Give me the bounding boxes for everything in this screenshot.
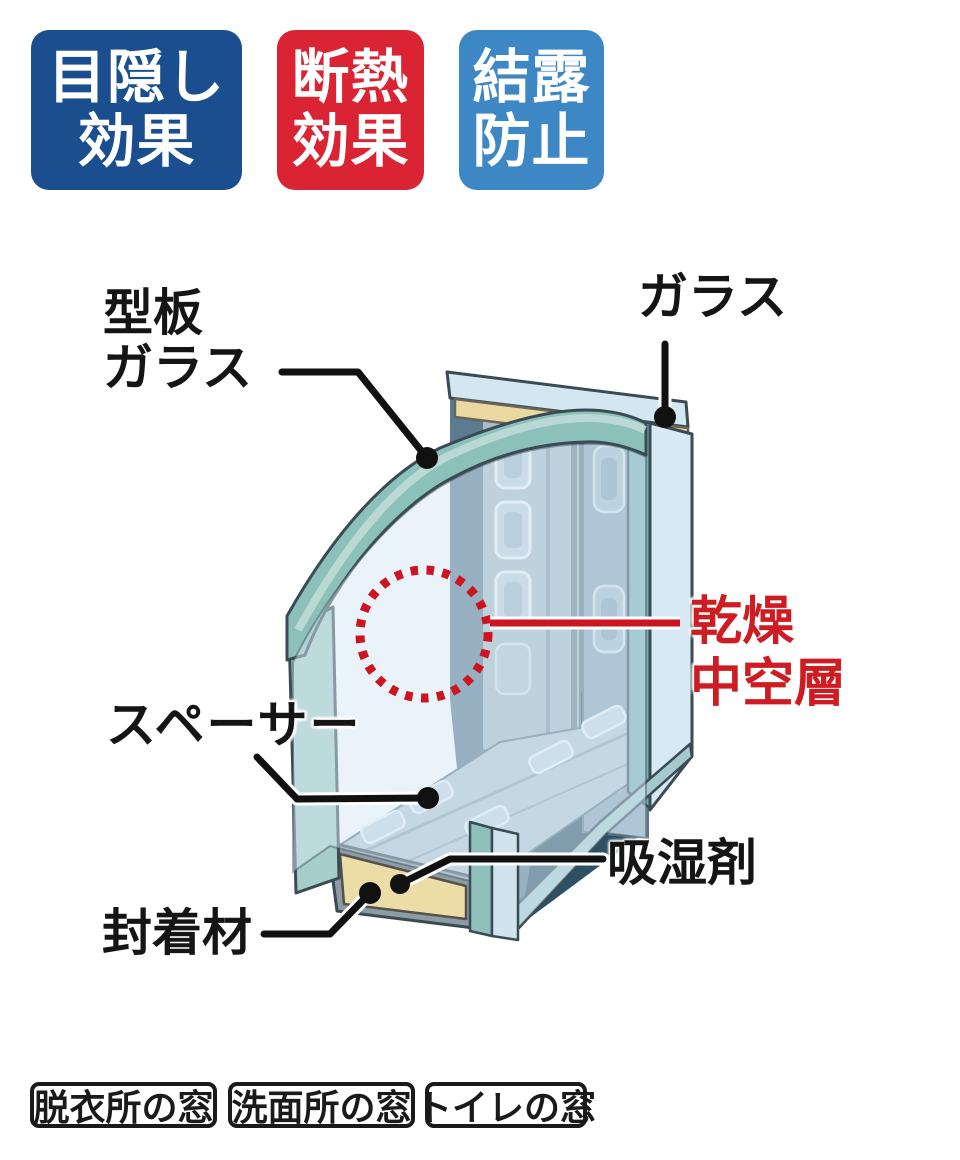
label-spacer: スペーサー — [106, 697, 362, 753]
badge-insulation-line2: 効果 — [291, 109, 410, 174]
air-layer-circle — [355, 565, 493, 703]
tag-washroom-window: 洗面所の窓 — [228, 1082, 415, 1128]
front-glass-cut-edge — [285, 408, 648, 662]
leader-front-glass — [275, 365, 438, 469]
badge-anti-condensation: 結露 防止 — [459, 30, 604, 190]
badge-privacy-line1: 目隠し — [47, 45, 225, 110]
leader-sealant — [257, 882, 381, 941]
label-air-layer-line1: 乾燥 — [690, 593, 795, 651]
badge-insulation-line1: 断熱 — [291, 45, 410, 110]
leader-back-glass — [654, 337, 676, 428]
front-glass-right-edge — [468, 820, 520, 942]
label-back-glass: ガラス — [638, 269, 787, 325]
badge-anti-condensation-line2: 防止 — [472, 109, 591, 174]
label-front-glass-line1: 型板 — [103, 285, 203, 341]
tag-dressing-room-window: 脱衣所の窓 — [30, 1082, 217, 1128]
badge-privacy: 目隠し 効果 — [31, 30, 242, 190]
leader-desiccant — [390, 852, 610, 894]
leader-lines — [250, 337, 676, 941]
leader-spacer — [250, 750, 439, 809]
label-sealant: 封着材 — [102, 905, 252, 961]
label-front-glass-line2: ガラス — [103, 340, 252, 396]
label-air-layer: 乾燥 中空層 — [690, 591, 846, 715]
label-air-layer-line2: 中空層 — [690, 655, 847, 713]
front-glass-face — [292, 442, 647, 930]
badge-anti-condensation-line1: 結露 — [472, 45, 591, 110]
badge-insulation: 断熱 効果 — [277, 30, 424, 190]
label-desiccant: 吸湿剤 — [607, 835, 757, 891]
label-front-glass: 型板 ガラス — [103, 286, 252, 396]
badge-privacy-line2: 効果 — [77, 109, 196, 174]
tag-toilet-window: トイレの窓 — [416, 1082, 596, 1128]
